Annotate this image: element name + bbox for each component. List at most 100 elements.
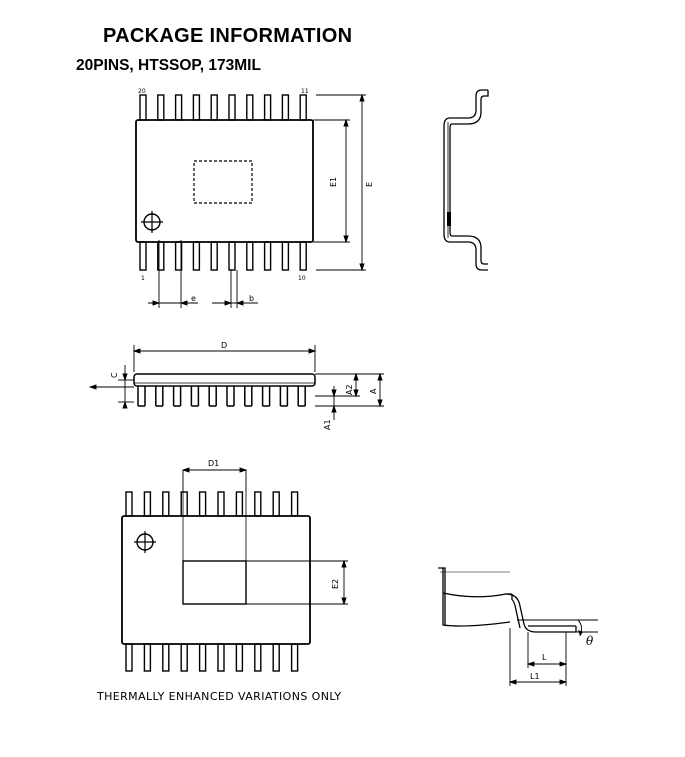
dim-d1-line [181,467,248,492]
package-pin [246,94,254,121]
package-pin [174,94,183,121]
package-pin [290,643,299,672]
pin-label-10: 10 [298,275,306,282]
package-pin [192,94,201,121]
package-pin [139,94,147,121]
package-pin [143,643,152,672]
package-pin [263,241,272,271]
pin1-marker [141,211,163,233]
package-pin [254,643,262,672]
package-pin [272,643,280,672]
dim-pitch-line [148,240,198,308]
exposed-pad-outline [193,160,253,204]
dim-l-label: L [542,653,547,662]
page-title: PACKAGE INFORMATION [103,25,353,47]
lead-detail-lead [505,593,576,633]
top-view-body [135,119,314,243]
front-view-leads [137,386,306,407]
thermal-pins-upper [125,491,299,517]
top-pins-lower [139,241,307,271]
thermal-view: D1 E2 THERMALLY ENHANCED VARIATIONS ONLY [96,459,348,703]
package-pin [228,94,236,121]
side-view-body [443,89,488,271]
package-pin [217,491,225,517]
package-pin [180,643,188,672]
package-pin [198,643,207,672]
package-pin [157,94,165,121]
package-pin [263,94,272,121]
package-pin [210,241,218,271]
package-pin [299,241,307,271]
package-pin [217,643,225,672]
thermal-view-body [121,515,311,645]
package-pin [210,94,218,121]
front-view: D C A2 A A1 [88,341,384,430]
front-view-body [133,373,316,387]
dim-l1-line [508,628,568,686]
dim-b-line [212,270,258,308]
package-pin [246,241,254,271]
front-lead [155,386,164,407]
dim-d-line [132,345,317,372]
package-pin [143,491,152,517]
dim-pitch-label: e [191,294,196,303]
dim-a-lines [315,372,384,420]
package-pin [235,491,244,517]
pin1-marker-thermal [134,531,156,553]
package-pin [290,491,299,517]
dim-e2-line [246,559,348,606]
side-view [443,89,489,271]
dim-c-label: C [110,372,119,378]
package-pin [254,491,262,517]
front-lead [226,386,235,407]
package-pin [281,241,290,271]
package-pin [180,491,188,517]
package-subtitle: 20PINS, HTSSOP, 173MIL [76,57,261,74]
front-lead [172,386,182,407]
dim-e2-label: E2 [331,579,340,589]
dim-e-label: E [365,182,374,187]
package-pin [125,491,133,517]
dim-a2-label: A2 [345,384,354,395]
lead-detail [438,567,598,637]
dim-e1-label: E1 [329,177,338,187]
package-pin [192,241,201,271]
thermal-pins-lower [125,643,299,672]
front-lead [297,386,306,407]
package-pin [299,94,307,121]
dim-a-label: A [369,388,378,394]
package-pin [139,241,147,271]
package-pin [281,94,290,121]
dim-d1-label: D1 [208,459,219,468]
thermal-variation-note: THERMALLY ENHANCED VARIATIONS ONLY [96,690,342,703]
lead-detail-body [442,568,511,627]
dim-c-line [88,365,134,409]
front-lead [137,386,146,407]
package-pin [235,643,244,672]
pin-label-11: 11 [301,88,309,95]
dim-d-label: D [221,341,227,350]
dim-b-label: b [249,294,254,303]
front-lead [261,386,271,407]
package-pin [272,491,280,517]
dim-a1-label: A1 [323,419,332,430]
package-pin [162,643,170,672]
dim-e-line [316,93,366,272]
front-lead [279,386,289,407]
package-pin [125,643,133,672]
package-pin [162,491,170,517]
front-lead [208,386,217,407]
dim-e1-line [313,118,350,244]
pin-label-1: 1 [141,275,145,282]
dim-theta-label: θ [586,634,594,648]
package-pin [228,241,236,271]
front-lead [244,386,253,407]
thermal-pad [182,560,247,605]
top-pins-upper [139,94,307,121]
top-view: 20 11 1 10 E1 E e [135,88,374,308]
package-pin [198,491,207,517]
pin-label-20: 20 [138,88,146,95]
dim-l-line [526,632,568,668]
dim-l1-label: L1 [530,672,540,681]
